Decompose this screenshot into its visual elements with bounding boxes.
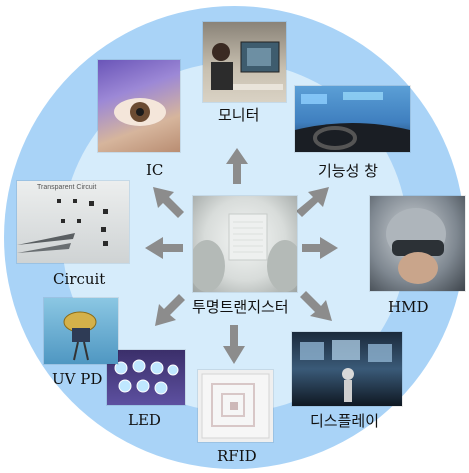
hmd-label: HMD bbox=[388, 298, 429, 316]
monitor-image bbox=[211, 41, 283, 90]
arrow-to-monitor bbox=[226, 148, 248, 184]
arrow-to-hud bbox=[296, 187, 329, 217]
circuit-image: Transparent Circuit bbox=[17, 184, 108, 253]
arrow-to-hmd bbox=[302, 237, 338, 259]
uvpd-photo bbox=[44, 298, 118, 364]
uvpd-label: UV PD bbox=[52, 370, 103, 388]
circuit-photo-caption: Transparent Circuit bbox=[37, 184, 96, 191]
display-photo bbox=[292, 332, 402, 406]
transistor-chip-image bbox=[193, 213, 297, 292]
hud-window-label: 기능성 창 bbox=[318, 162, 378, 180]
hmd-photo bbox=[370, 196, 465, 291]
arrow-to-circuit bbox=[145, 237, 183, 259]
led-image bbox=[114, 359, 179, 395]
display-label: 디스플레이 bbox=[310, 412, 380, 430]
rfid-image bbox=[201, 373, 270, 439]
circuit-label: Circuit bbox=[53, 270, 106, 288]
hmd-image bbox=[386, 208, 446, 284]
arrow-to-rfid bbox=[223, 325, 245, 364]
arrow-to-ic bbox=[153, 187, 184, 218]
ic-image bbox=[114, 98, 166, 126]
center-label: 투명트랜지스터 bbox=[192, 298, 289, 316]
hud-window-image bbox=[295, 92, 410, 152]
led-label: LED bbox=[128, 411, 161, 429]
arrow-to-led bbox=[155, 294, 185, 326]
ic-photo bbox=[98, 60, 180, 152]
circuit-photo: Transparent Circuit bbox=[17, 181, 129, 263]
rfid-photo bbox=[198, 370, 273, 442]
ic-label: IC bbox=[146, 161, 164, 179]
display-image bbox=[300, 340, 392, 402]
monitor-label: 모니터 bbox=[218, 106, 260, 124]
monitor-photo bbox=[203, 22, 286, 102]
transparent-transistor-photo bbox=[193, 196, 297, 292]
led-photo bbox=[107, 350, 185, 405]
arrow-to-display bbox=[300, 291, 332, 321]
hud-window-photo bbox=[295, 86, 410, 152]
rfid-label: RFID bbox=[217, 447, 257, 465]
uvpd-image bbox=[63, 311, 97, 361]
